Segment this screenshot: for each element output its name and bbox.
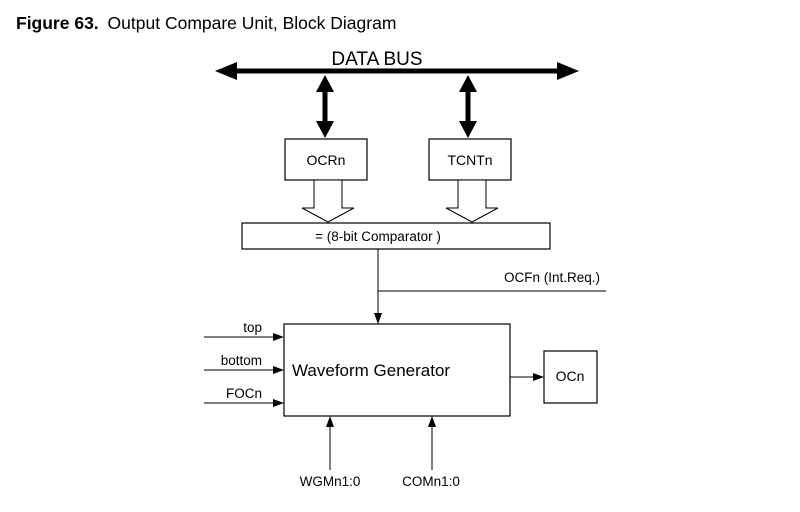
data-bus-label: DATA BUS <box>331 49 422 70</box>
data-bus <box>215 62 579 80</box>
waveform-generator-box <box>283 323 511 417</box>
tcnt-register-label: TCNTn <box>447 152 492 168</box>
com-signal-label: COMn1:0 <box>402 474 460 489</box>
ocr-register-label: OCRn <box>307 152 346 168</box>
tcnt-bus-arrow <box>459 75 477 138</box>
top-signal-label: top <box>243 320 262 335</box>
ocr-bus-arrow <box>316 75 334 138</box>
comparator-to-waveform-arrow <box>374 313 382 324</box>
bottom-signal-label: bottom <box>221 353 262 368</box>
comparator-box <box>241 222 551 250</box>
top-input-arrow <box>273 333 284 341</box>
tcnt-register-box <box>428 138 512 181</box>
ocr-to-comparator-arrow <box>301 179 355 223</box>
wgm-input-arrow <box>326 416 334 427</box>
bottom-input-arrow <box>273 366 284 374</box>
wgm-signal-label: WGMn1:0 <box>300 474 361 489</box>
figure-title: Output Compare Unit, Block Diagram <box>107 13 397 33</box>
oc-output-label: OCn <box>556 368 585 384</box>
com-input-arrow <box>428 416 436 427</box>
foc-input-arrow <box>273 399 284 407</box>
comparator-label: = (8-bit Comparator ) <box>315 229 441 244</box>
tcnt-to-comparator-arrow <box>445 179 499 223</box>
foc-signal-label: FOCn <box>226 386 262 401</box>
oc-output-arrow <box>533 373 544 381</box>
ocf-signal-label: OCFn (Int.Req.) <box>504 270 600 285</box>
oc-output-box <box>543 350 598 404</box>
figure-number: Figure 63. <box>16 13 99 33</box>
figure-caption: Figure 63. Output Compare Unit, Block Di… <box>16 13 396 34</box>
waveform-generator-label: Waveform Generator <box>292 361 450 380</box>
